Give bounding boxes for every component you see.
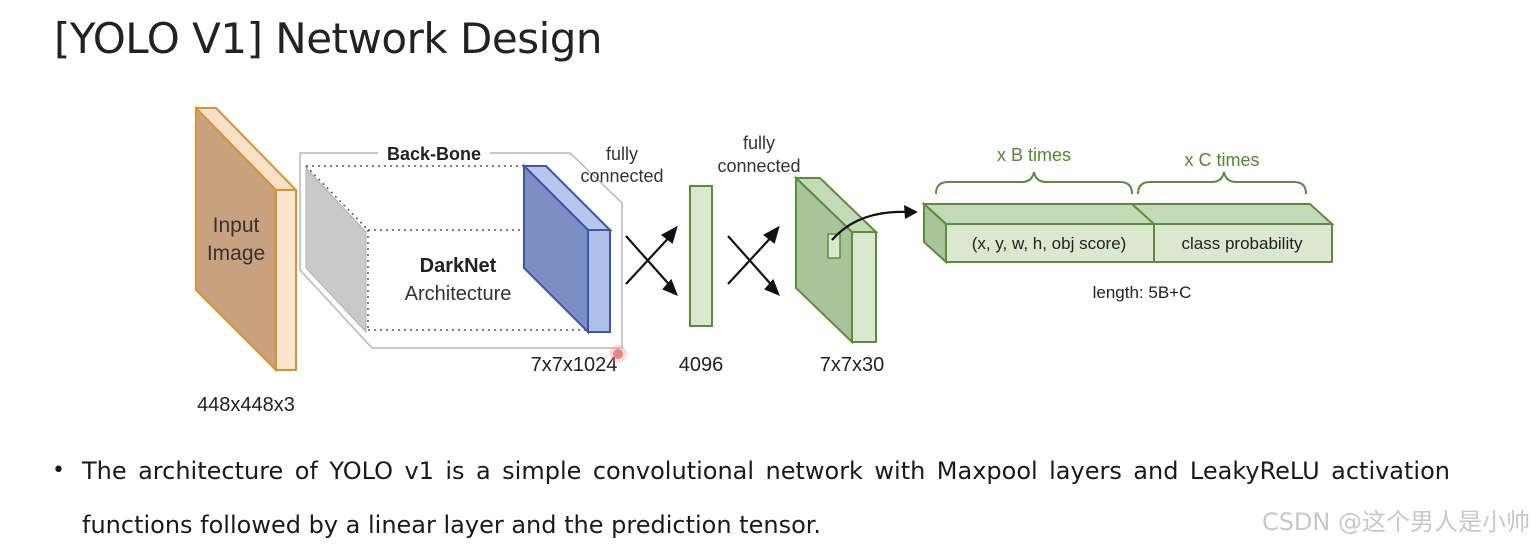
input-image-block [195,105,297,373]
architecture-label: Architecture [405,283,512,305]
watermark: CSDN @这个男人是小帅 [1261,508,1530,536]
bullet-item: • The architecture of YOLO v1 is a simpl… [52,444,1452,552]
input-label-line2: Image [207,242,265,265]
b-times-brace [935,171,1133,195]
fc2-label-line1: fully [743,133,775,153]
feature-map-block [521,163,613,335]
prediction-vector [921,201,1335,265]
curved-arrow [831,205,918,241]
dense-layer-block [689,185,713,327]
box-fields-label: (x, y, w, h, obj score) [972,234,1127,253]
c-times-brace [1137,171,1307,195]
c-times-label: x C times [1184,150,1259,170]
bullet-dot: • [52,458,65,483]
class-prob-label: class probability [1182,234,1303,253]
bullet-text: The architecture of YOLO v1 is a simple … [82,457,1450,539]
backbone-first-slice [305,166,367,334]
input-size-label: 448x448x3 [197,394,295,416]
fc2-cross-arrows [727,225,780,297]
fc2-label-line2: connected [717,156,800,176]
fc1-label-line1: fully [606,144,638,164]
darknet-label: DarkNet [420,255,497,277]
fc1-cross-arrows [625,225,678,297]
backbone-label-bg [378,143,490,163]
cursor-dot [609,345,627,363]
b-times-label: x B times [997,145,1071,165]
input-label-line1: Input [213,214,260,237]
backbone-label: Back-Bone [387,144,481,164]
length-label: length: 5B+C [1093,283,1192,302]
yolo-network-diagram: Input Image 448x448x3 Back-Bone DarkNet … [195,105,1335,416]
output-size-label: 7x7x30 [820,354,885,376]
dense-size-label: 4096 [679,354,724,376]
output-tensor-block [793,175,879,345]
feature-size-label: 7x7x1024 [531,354,618,376]
fc1-label-line2: connected [580,166,663,186]
backbone-outline [299,152,623,349]
slide-title: [YOLO V1] Network Design [54,14,603,63]
